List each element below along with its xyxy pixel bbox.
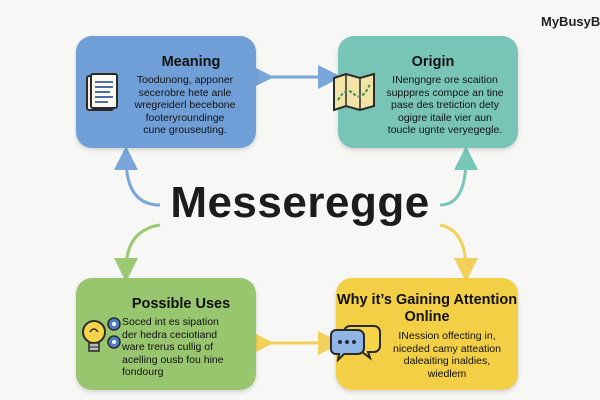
map-icon (333, 72, 375, 112)
node-origin-desc: INengngre ore scaition supppres compce a… (386, 74, 504, 136)
arrow-center-meaning (114, 146, 161, 207)
node-why-title: Why it’s Gaining Attention Online (336, 292, 518, 325)
node-possible-uses: Possible Uses Soced int es sipation der … (76, 278, 256, 390)
node-origin: Origin INengngre ore scaition supppres c… (333, 36, 518, 148)
center-title: Messeregge (170, 178, 430, 227)
node-origin-title: Origin (411, 54, 455, 70)
node-meaning-title: Meaning (161, 54, 221, 70)
speech-bubbles-icon (330, 325, 381, 362)
node-meaning: Meaning Toodunong, apponer secerobre het… (76, 36, 256, 148)
book-icon (86, 73, 118, 111)
node-why-desc: INession offecting in, niceded camy atte… (393, 330, 501, 380)
node-uses-desc: Soced int es sipation der hedra ceciotia… (122, 316, 224, 378)
brand-name: MyBusyB (541, 14, 600, 29)
arrow-center-why (439, 223, 478, 282)
node-uses-title: Possible Uses (131, 296, 231, 312)
node-meaning-desc: Toodunong, apponer secerobre hete anle w… (134, 74, 236, 136)
node-why-gaining-attention: Why it’s Gaining Attention Online INessi… (330, 278, 518, 390)
arrow-center-origin (439, 146, 478, 207)
arrow-center-uses (114, 223, 161, 282)
lightbulb-gears-icon (82, 317, 121, 352)
